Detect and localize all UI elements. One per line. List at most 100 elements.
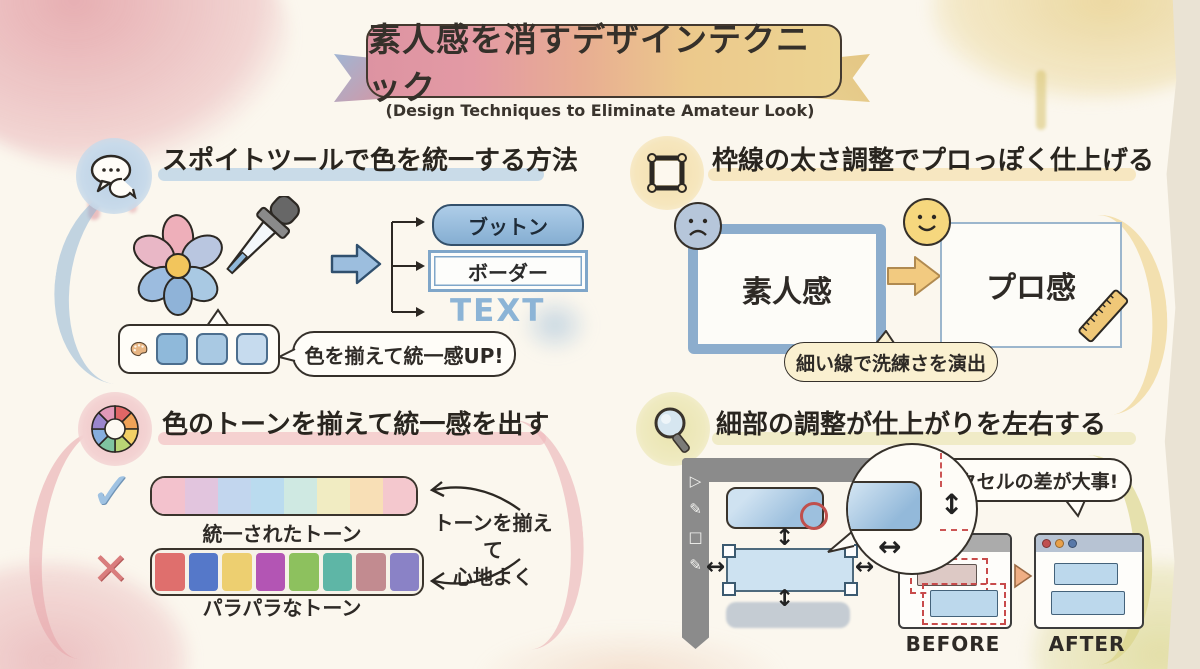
color-swatch	[155, 553, 185, 591]
bubble4-tail-right	[1063, 497, 1087, 518]
magnifier-callout: ↕ ↔	[846, 443, 978, 575]
sad-face-icon	[674, 202, 722, 250]
window-dot	[1055, 539, 1064, 548]
arrow-right-yellow-icon	[887, 256, 941, 296]
section3-icon-blob	[78, 392, 152, 466]
cursor-tool-icon: ▷	[689, 472, 702, 490]
page-subtitle: (Design Techniques to Eliminate Amateur …	[385, 101, 815, 120]
color-swatch	[255, 553, 285, 591]
selection-handle	[722, 544, 736, 558]
check-icon: ✓	[90, 462, 134, 522]
section4-heading: 細部の調整が仕上がりを左右する	[716, 410, 1107, 440]
page-title: 素人感を消すデザインテクニック	[368, 20, 810, 107]
section3-heading: 色のトーンを揃えて統一感を出す	[162, 410, 550, 440]
color-palette-bar	[118, 324, 280, 374]
chat-bubble-icon	[90, 154, 137, 199]
selection-handle	[722, 582, 736, 596]
section2-heading: 枠線の太さ調整でプロっぽく仕上げる	[712, 146, 1155, 176]
color-swatch	[156, 333, 188, 365]
before-label: BEFORE	[905, 632, 1001, 656]
color-swatch	[188, 553, 218, 591]
color-swatch	[350, 478, 383, 514]
guide-dashed-vertical	[940, 453, 942, 487]
amateur-label: 素人感	[742, 275, 832, 310]
color-swatch	[251, 478, 284, 514]
connector-bracket	[391, 217, 425, 317]
color-swatch	[322, 553, 352, 591]
after-label: AFTER	[1048, 632, 1126, 656]
arrow-vertical-icon: ↕	[775, 586, 795, 612]
canvas-element-bottom	[726, 602, 850, 628]
color-swatch	[289, 553, 319, 591]
sample-button-label: ブットン	[468, 214, 548, 239]
underline-section1	[158, 168, 544, 181]
tone-annotation-line1: トーンを揃えて	[433, 511, 553, 562]
after-window	[1034, 533, 1144, 629]
after-box-bottom	[1051, 591, 1125, 615]
triangle-arrow-icon	[1014, 563, 1033, 589]
shape-tool-icon: □	[688, 528, 703, 546]
palette-swatches	[156, 333, 268, 365]
after-box-top	[1054, 563, 1118, 585]
canvas-element-selected	[722, 544, 858, 596]
section1-bubble-text: 色を揃えて統一感UP!	[304, 343, 504, 368]
palette-icon	[130, 341, 148, 357]
arrow-horizontal-icon: ↔	[855, 554, 875, 580]
arrow-vertical-icon: ↕	[775, 525, 795, 551]
editor-top-bar	[682, 458, 880, 482]
color-swatch	[317, 478, 350, 514]
section2-bubble: 細い線で洗練さを演出	[784, 342, 998, 382]
focus-red-circle	[800, 502, 828, 530]
window-dot	[1042, 539, 1051, 548]
sample-button: ブットン	[432, 204, 584, 246]
color-swatch	[222, 553, 252, 591]
wash-top-right	[930, 0, 1200, 100]
guide-dashed-horizontal	[940, 529, 968, 531]
section2-icon-blob	[630, 136, 704, 210]
pro-label: プロ感	[986, 271, 1076, 306]
section4-icon-blob	[636, 392, 710, 466]
pencil-tool-icon: ✎	[689, 556, 702, 574]
arrow-vertical-icon: ↕	[940, 488, 964, 521]
pen-tool-icon: ✎	[689, 500, 702, 518]
section1-icon-blob	[76, 138, 152, 214]
underline-section3	[158, 432, 546, 445]
x-icon: ✕	[92, 544, 129, 595]
title-banner: 素人感を消すデザインテクニック	[366, 20, 842, 107]
wash-drip	[1036, 70, 1046, 130]
window-dot	[1068, 539, 1077, 548]
arrow-horizontal-icon: ↔	[706, 554, 726, 580]
color-swatch	[152, 478, 185, 514]
tone-annotation-line2: 心地よく	[453, 565, 533, 589]
color-swatch	[356, 553, 386, 591]
underline-section2	[708, 168, 1136, 181]
arrow-right-icon	[330, 243, 382, 285]
magnifier-callout-tail	[827, 529, 855, 553]
scattered-tone-label: パラパラなトーン	[202, 596, 362, 620]
magnifier-icon	[654, 407, 690, 453]
editor-toolbar: ▷ ✎ □ ✎	[682, 458, 709, 649]
color-swatch	[383, 478, 416, 514]
color-swatch	[218, 478, 251, 514]
color-swatch	[284, 478, 317, 514]
unified-tone-bar	[150, 476, 418, 516]
color-swatch	[185, 478, 218, 514]
ruler-icon	[1078, 289, 1129, 343]
section1-heading: スポイトツールで色を統一する方法	[162, 146, 579, 176]
sample-border-label: ボーダー	[468, 260, 548, 285]
tone-annotation: トーンを揃えて 心地よく	[428, 510, 558, 591]
sample-border: ボーダー	[428, 250, 588, 292]
sample-text-label: TEXT	[450, 293, 546, 329]
happy-face-icon	[903, 198, 951, 246]
selection-handle	[844, 582, 858, 596]
before-box-bottom	[930, 590, 998, 617]
section2-bubble-text: 細い線で洗練さを演出	[795, 352, 986, 375]
curved-arrow-up	[429, 481, 521, 511]
color-wheel-icon	[91, 405, 139, 453]
arrow-horizontal-icon: ↔	[878, 530, 902, 563]
bubble-tail	[278, 348, 296, 362]
misalign-guide	[922, 583, 1006, 625]
color-swatch	[236, 333, 268, 365]
color-swatch	[389, 553, 419, 591]
